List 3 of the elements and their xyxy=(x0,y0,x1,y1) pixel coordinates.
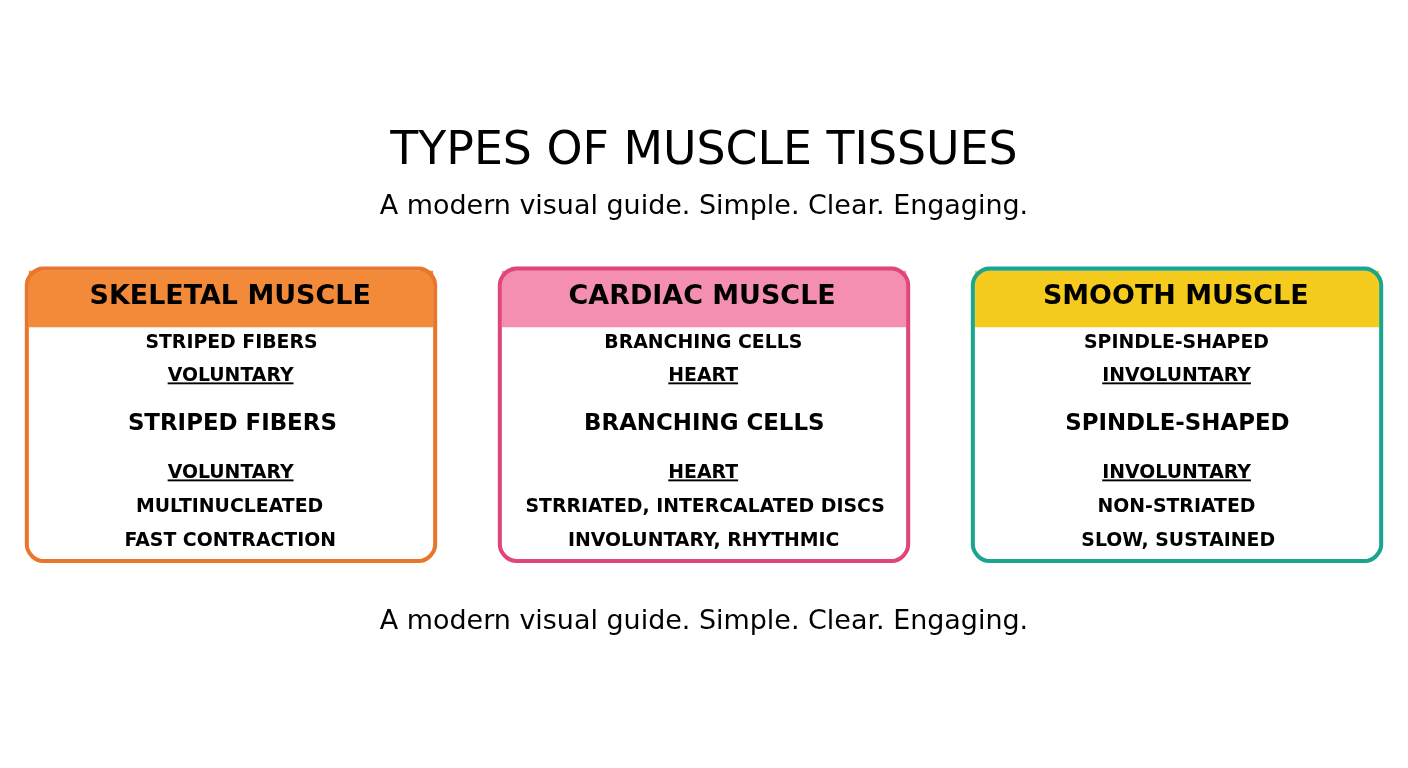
diagram-title: TYPES OF MUSCLE TISSUES xyxy=(390,120,1018,175)
caption: A modern visual guide. Simple. Clear. Engaging. xyxy=(379,603,1029,635)
label: A modern visual guide. Simple. Clear. Engaging. xyxy=(379,188,1029,220)
